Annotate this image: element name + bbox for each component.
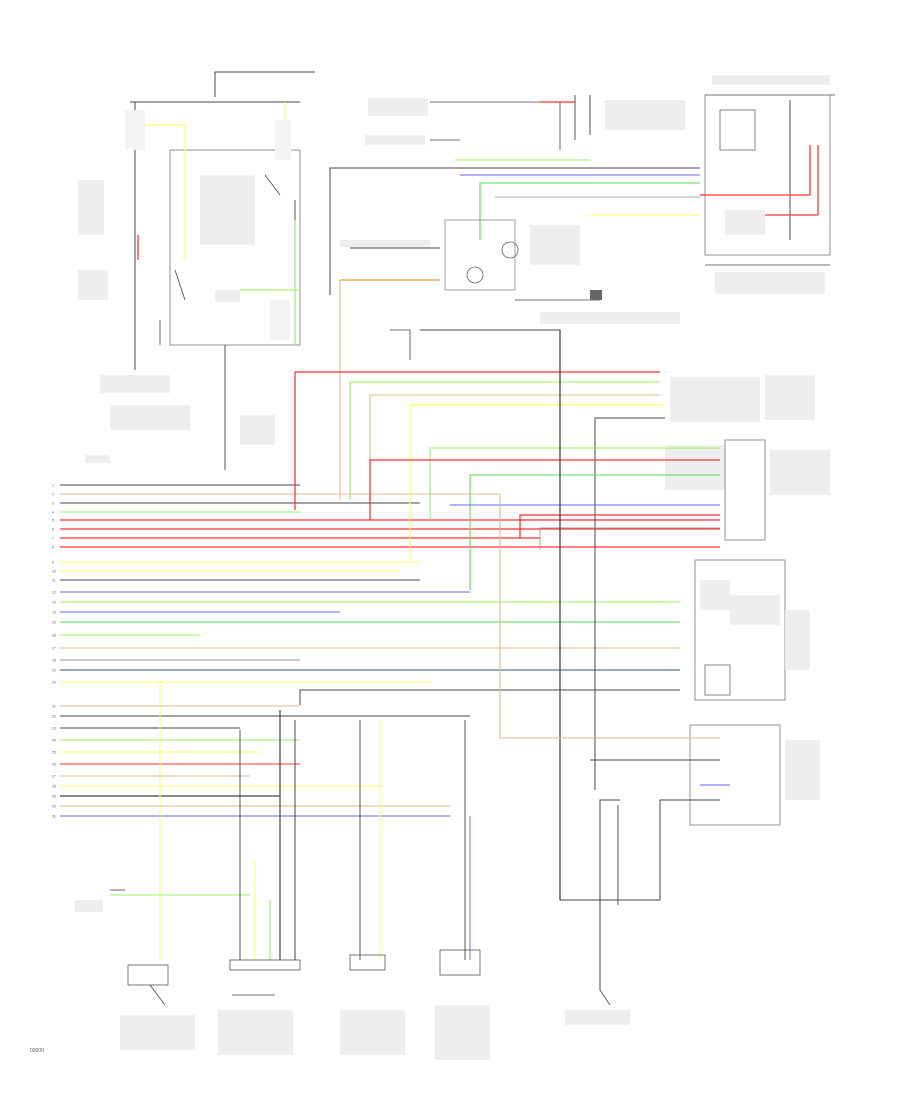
connector-pin-number: 19 [52, 669, 56, 673]
connector-pin-number: 9 [52, 561, 54, 565]
connector-pin-number: 12 [52, 591, 56, 595]
connector-pin-number: 31 [52, 815, 56, 819]
connector-pin-number: 28 [52, 785, 56, 789]
connector-pin-number: 10 [52, 570, 56, 574]
connector-pin-number: 4 [52, 511, 54, 515]
connector-pin-number: 3 [52, 502, 54, 506]
connector-pin-number: 25 [52, 751, 56, 755]
top-center-switch-group [329, 95, 700, 500]
connector-pin-number: 13 [52, 601, 56, 605]
connector-pin-number: 5 [52, 519, 54, 523]
top-right-relay-box [700, 75, 835, 294]
connector-pin-number: 14 [52, 611, 56, 615]
connector-pin-number: 20 [52, 681, 56, 685]
right-connector-labels [665, 375, 830, 826]
connector-pin-number: 6 [52, 528, 54, 532]
connector-pin-number: 1 [52, 484, 54, 488]
connector-pin-number: 29 [52, 795, 56, 799]
connector-pin-number: 17 [52, 647, 56, 651]
connector-pin-number: 15 [52, 621, 56, 625]
bottom-sensors [75, 680, 630, 1060]
connector-pin-number: 27 [52, 775, 56, 779]
connector-pin-number: 16 [52, 634, 56, 638]
left-component-labels [78, 110, 291, 463]
connector-pin-number: 7 [52, 537, 54, 541]
connector-pin-number: 26 [52, 763, 56, 767]
connector-pin-number: 21 [52, 705, 56, 709]
connector-pin-number: 8 [52, 546, 54, 550]
main-harness-bus [60, 484, 720, 817]
connector-pin-number: 24 [52, 739, 56, 743]
connector-pin-number: 22 [52, 715, 56, 719]
left-connector-pin-column: 1234567891011121314151617181920212223242… [52, 484, 56, 819]
connector-pin-number: 2 [52, 493, 54, 497]
connector-pin-number: 18 [52, 659, 56, 663]
right-branch-wires [294, 329, 730, 990]
diagram-code: 00000 [30, 1048, 44, 1054]
connector-pin-number: 11 [52, 579, 56, 583]
connector-pin-number: 30 [52, 805, 56, 809]
connector-pin-number: 23 [52, 727, 56, 731]
